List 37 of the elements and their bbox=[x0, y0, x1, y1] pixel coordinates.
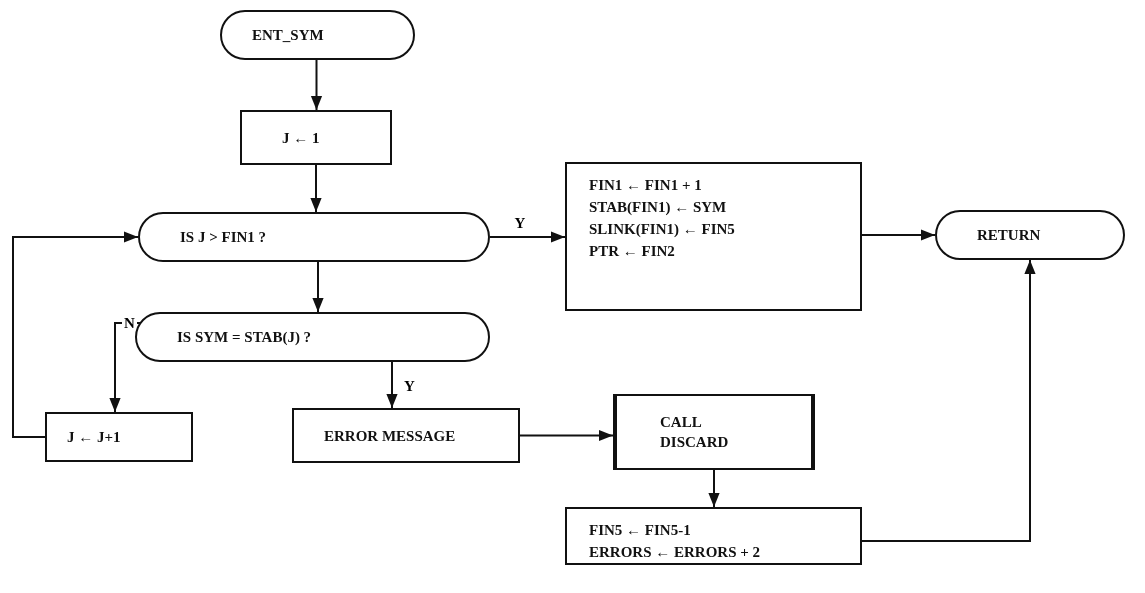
process-box bbox=[240, 110, 392, 165]
node-text: IS J > FIN1 ? bbox=[180, 228, 267, 247]
terminal-pill bbox=[138, 212, 490, 262]
arrow bbox=[519, 429, 614, 442]
terminal-pill bbox=[935, 210, 1125, 260]
terminal-pill bbox=[135, 312, 490, 362]
node-text: IS SYM = STAB(J) ? bbox=[177, 328, 312, 347]
arrow bbox=[861, 259, 1036, 542]
process-box bbox=[565, 162, 862, 311]
arrow bbox=[386, 361, 398, 409]
arrow bbox=[12, 231, 139, 438]
arrow bbox=[489, 231, 566, 243]
process-box bbox=[45, 412, 193, 462]
arrow bbox=[310, 164, 322, 213]
node-text: CALL DISCARD bbox=[660, 413, 730, 452]
node-text: FIN5 ← FIN5-1 bbox=[589, 521, 691, 540]
arrow bbox=[312, 261, 324, 313]
arrow bbox=[708, 469, 720, 508]
arrow bbox=[310, 59, 323, 111]
node-text: FIN1 ← FIN1 + 1 bbox=[589, 176, 702, 195]
node-text: ERRORS ← ERRORS + 2 bbox=[589, 543, 761, 562]
node-text: STAB(FIN1) ← SYM bbox=[589, 198, 727, 217]
node-text: SLINK(FIN1) ← FIN5 bbox=[589, 220, 735, 239]
node-text: J ← 1 bbox=[282, 128, 320, 148]
process-box bbox=[565, 507, 862, 565]
node-text: RETURN bbox=[977, 226, 1041, 245]
process-box bbox=[292, 408, 520, 463]
arrow bbox=[861, 229, 936, 241]
terminal-pill bbox=[220, 10, 415, 60]
node-text: ENT_SYM bbox=[252, 26, 324, 45]
subroutine-box bbox=[613, 394, 815, 470]
node-text: J ← J+1 bbox=[67, 428, 121, 447]
node-text: ERROR MESSAGE bbox=[324, 426, 456, 446]
arrow bbox=[109, 322, 141, 413]
edge-label: N bbox=[122, 315, 137, 331]
node-text: PTR ← FIN2 bbox=[589, 242, 675, 261]
edge-label: Y bbox=[512, 215, 528, 231]
